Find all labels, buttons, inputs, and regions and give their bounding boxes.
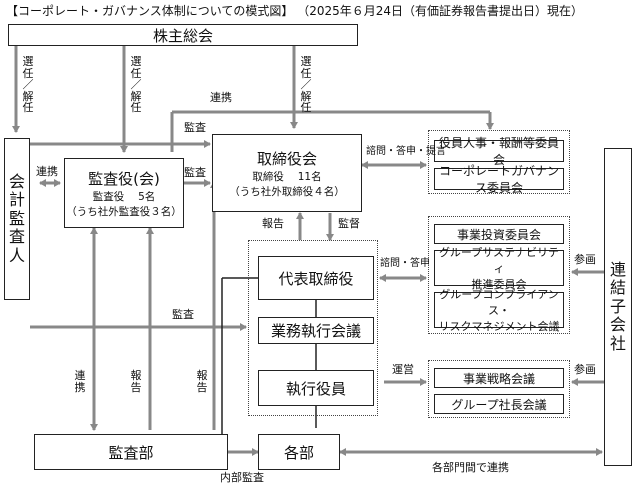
nomination-compensation-committee-label: 役員人事・報酬等委員会 bbox=[438, 136, 559, 167]
auditor-board-count: 監査役 5名 bbox=[92, 190, 156, 203]
business-strategy-meeting-label: 事業戦略会議 bbox=[462, 371, 535, 386]
board-director-count: 取締役 11名 bbox=[252, 170, 322, 183]
cooperation-vertical-label: 連携 bbox=[74, 369, 86, 394]
president-label: 代表取締役 bbox=[278, 269, 354, 288]
elect-label-3: 選任／解任 bbox=[300, 55, 312, 115]
governance-committee-box: コーポレートガバナンス委員会 bbox=[434, 164, 564, 195]
report-vertical-label-2: 報告 bbox=[196, 369, 208, 394]
sustainability-committee-label-2: 推進委員会 bbox=[471, 278, 527, 291]
shareholders-meeting-label: 株主総会 bbox=[152, 26, 213, 45]
governance-committee-label: コーポレートガバナンス委員会 bbox=[438, 164, 559, 195]
audit-department-label: 監査部 bbox=[108, 443, 154, 462]
audit-department-box: 監査部 bbox=[34, 434, 228, 470]
executive-officers-label: 執行役員 bbox=[285, 379, 346, 398]
board-of-directors-label: 取締役会 bbox=[256, 149, 317, 168]
executive-meeting-label: 業務執行会議 bbox=[270, 322, 361, 340]
accounting-auditor-label: 会計監査人 bbox=[8, 172, 25, 265]
sustainability-committee-box: グループサステナビリティ 推進委員会 bbox=[434, 246, 564, 291]
executive-meeting-box: 業務執行会議 bbox=[258, 317, 374, 344]
executive-meetings-area bbox=[428, 360, 570, 418]
president-committees-area bbox=[428, 216, 570, 334]
audit-top-label: 監査 bbox=[184, 121, 206, 134]
compliance-committee-label-1: グループコンプライアンス・ bbox=[439, 288, 559, 317]
business-strategy-meeting-box: 事業戦略会議 bbox=[434, 368, 564, 388]
report-vertical-label-1: 報告 bbox=[130, 369, 142, 394]
investment-committee-box: 事業投資委員会 bbox=[434, 224, 564, 244]
auditor-board-box: 監査役(会) 監査役 5名 （うち社外監査役３名） bbox=[64, 158, 184, 228]
audit-mid-label: 監査 bbox=[184, 166, 206, 179]
investment-committee-label: 事業投資委員会 bbox=[456, 227, 541, 242]
compliance-committee-label-2: リスクマネジメント会議 bbox=[438, 320, 560, 333]
participate-label-1: 参画 bbox=[574, 253, 596, 266]
compliance-committee-box: グループコンプライアンス・ リスクマネジメント会議 bbox=[434, 288, 564, 333]
board-of-directors-box: 取締役会 取締役 11名 （うち社外取締役４名） bbox=[212, 134, 362, 212]
participate-label-2: 参画 bbox=[574, 363, 596, 376]
nomination-compensation-committee-box: 役員人事・報酬等委員会 bbox=[434, 136, 564, 167]
accounting-auditor-box: 会計監査人 bbox=[4, 138, 30, 300]
report-label: 報告 bbox=[262, 217, 284, 230]
departments-box: 各部 bbox=[258, 434, 340, 470]
elect-label-2: 選任／解任 bbox=[130, 55, 142, 115]
internal-audit-label: 内部監査 bbox=[220, 471, 264, 484]
board-committees-area bbox=[428, 130, 570, 194]
inquiry-board-label: 諮問・答申・提言 bbox=[366, 146, 446, 157]
group-presidents-meeting-label: グループ社長会議 bbox=[451, 397, 547, 412]
shareholders-meeting-box: 株主総会 bbox=[8, 24, 358, 46]
diagram-title: 【コーポレート・ガバナンス体制についての模式図】 （2025年６月24日（有価証… bbox=[6, 4, 584, 18]
group-presidents-meeting-box: グループ社長会議 bbox=[434, 394, 564, 414]
subsidiaries-box: 連結子会社 bbox=[604, 148, 632, 466]
board-outside-director-count: （うち社外取締役４名） bbox=[229, 185, 345, 198]
cooperation-top-label: 連携 bbox=[210, 91, 232, 104]
executive-area bbox=[248, 240, 378, 416]
executive-officers-box: 執行役員 bbox=[258, 370, 374, 406]
president-box: 代表取締役 bbox=[258, 256, 374, 300]
elect-label-1: 選任／解任 bbox=[22, 55, 34, 115]
cooperation-left-label: 連携 bbox=[36, 165, 58, 178]
departments-label: 各部 bbox=[283, 443, 314, 462]
auditor-board-outside-count: （うち社外監査役３名） bbox=[66, 205, 182, 218]
operate-label: 運営 bbox=[392, 363, 414, 376]
auditor-board-label: 監査役(会) bbox=[88, 169, 160, 188]
department-cooperation-label: 各部門間で連携 bbox=[432, 461, 509, 474]
sustainability-committee-label-1: グループサステナビリティ bbox=[438, 246, 560, 275]
subsidiaries-label: 連結子会社 bbox=[609, 260, 626, 353]
audit-low-label: 監査 bbox=[172, 308, 194, 321]
supervise-label: 監督 bbox=[338, 217, 360, 230]
inquiry-president-label: 諮問・答申 bbox=[380, 258, 430, 269]
